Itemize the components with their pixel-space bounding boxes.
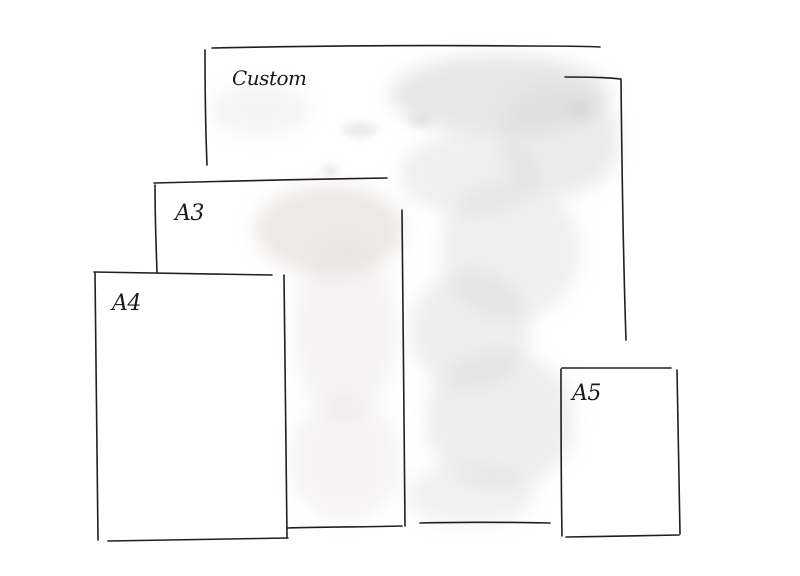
a3-label: A3 xyxy=(175,201,204,226)
a4-label: A4 xyxy=(112,291,141,316)
a5-frame xyxy=(560,367,681,538)
a5-label: A5 xyxy=(572,381,601,406)
watercolor-wash xyxy=(210,55,620,525)
custom-frame xyxy=(204,44,627,524)
a4-frame xyxy=(93,271,289,542)
a3-frame xyxy=(153,177,406,529)
watercolor-specks xyxy=(322,102,590,176)
custom-label: Custom xyxy=(232,66,307,90)
